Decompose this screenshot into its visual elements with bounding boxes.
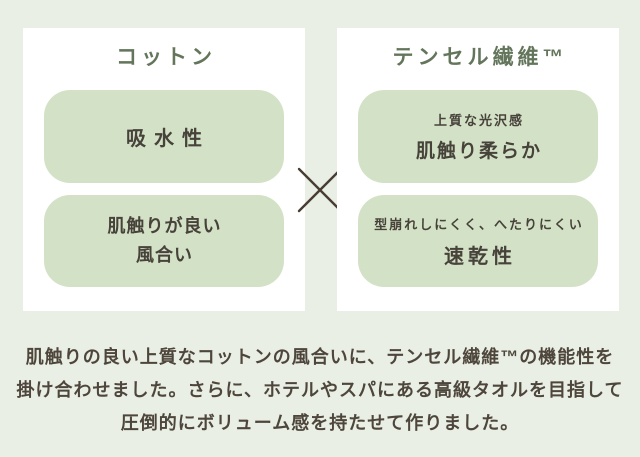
cotton-feature-pill-2: 肌触りが良い 風合い bbox=[44, 195, 284, 287]
tencel-feature-pill-2: 型崩れしにくく、へたりにくい 速乾性 bbox=[358, 195, 598, 287]
description-text: 肌触りの良い上質なコットンの風合いに、テンセル繊維™の機能性を 掛け合わせました… bbox=[0, 341, 640, 440]
tencel-card: テンセル繊維™ 上質な光沢感 肌触り柔らか 型崩れしにくく、へたりにくい 速乾性 bbox=[337, 28, 619, 311]
multiply-icon bbox=[296, 166, 344, 214]
cotton-feature-pill-1: 吸水性 bbox=[44, 90, 284, 183]
description-line-1: 肌触りの良い上質なコットンの風合いに、テンセル繊維™の機能性を bbox=[25, 347, 615, 367]
cotton-card: コットン 吸水性 肌触りが良い 風合い bbox=[23, 28, 305, 311]
tencel-feature-1-label: 肌触り柔らか bbox=[415, 141, 542, 162]
cotton-card-title: コットン bbox=[116, 46, 216, 69]
tencel-feature-1-sublabel: 上質な光沢感 bbox=[433, 113, 524, 128]
cotton-feature-1-label: 吸水性 bbox=[126, 128, 210, 150]
tencel-card-title: テンセル繊維™ bbox=[392, 46, 568, 69]
tencel-feature-2-sublabel: 型崩れしにくく、へたりにくい bbox=[374, 216, 584, 232]
cotton-feature-2-line2: 風合い bbox=[136, 245, 193, 265]
description-line-3: 圧倒的にボリューム感を持たせて作りました。 bbox=[120, 413, 520, 433]
description-line-2: 掛け合わせました。さらに、ホテルやスパにある高級タオルを目指して bbox=[16, 380, 624, 400]
tencel-feature-pill-1: 上質な光沢感 肌触り柔らか bbox=[358, 90, 598, 183]
tencel-feature-2-label: 速乾性 bbox=[444, 245, 516, 268]
cotton-feature-2-line1: 肌触りが良い bbox=[107, 216, 222, 236]
